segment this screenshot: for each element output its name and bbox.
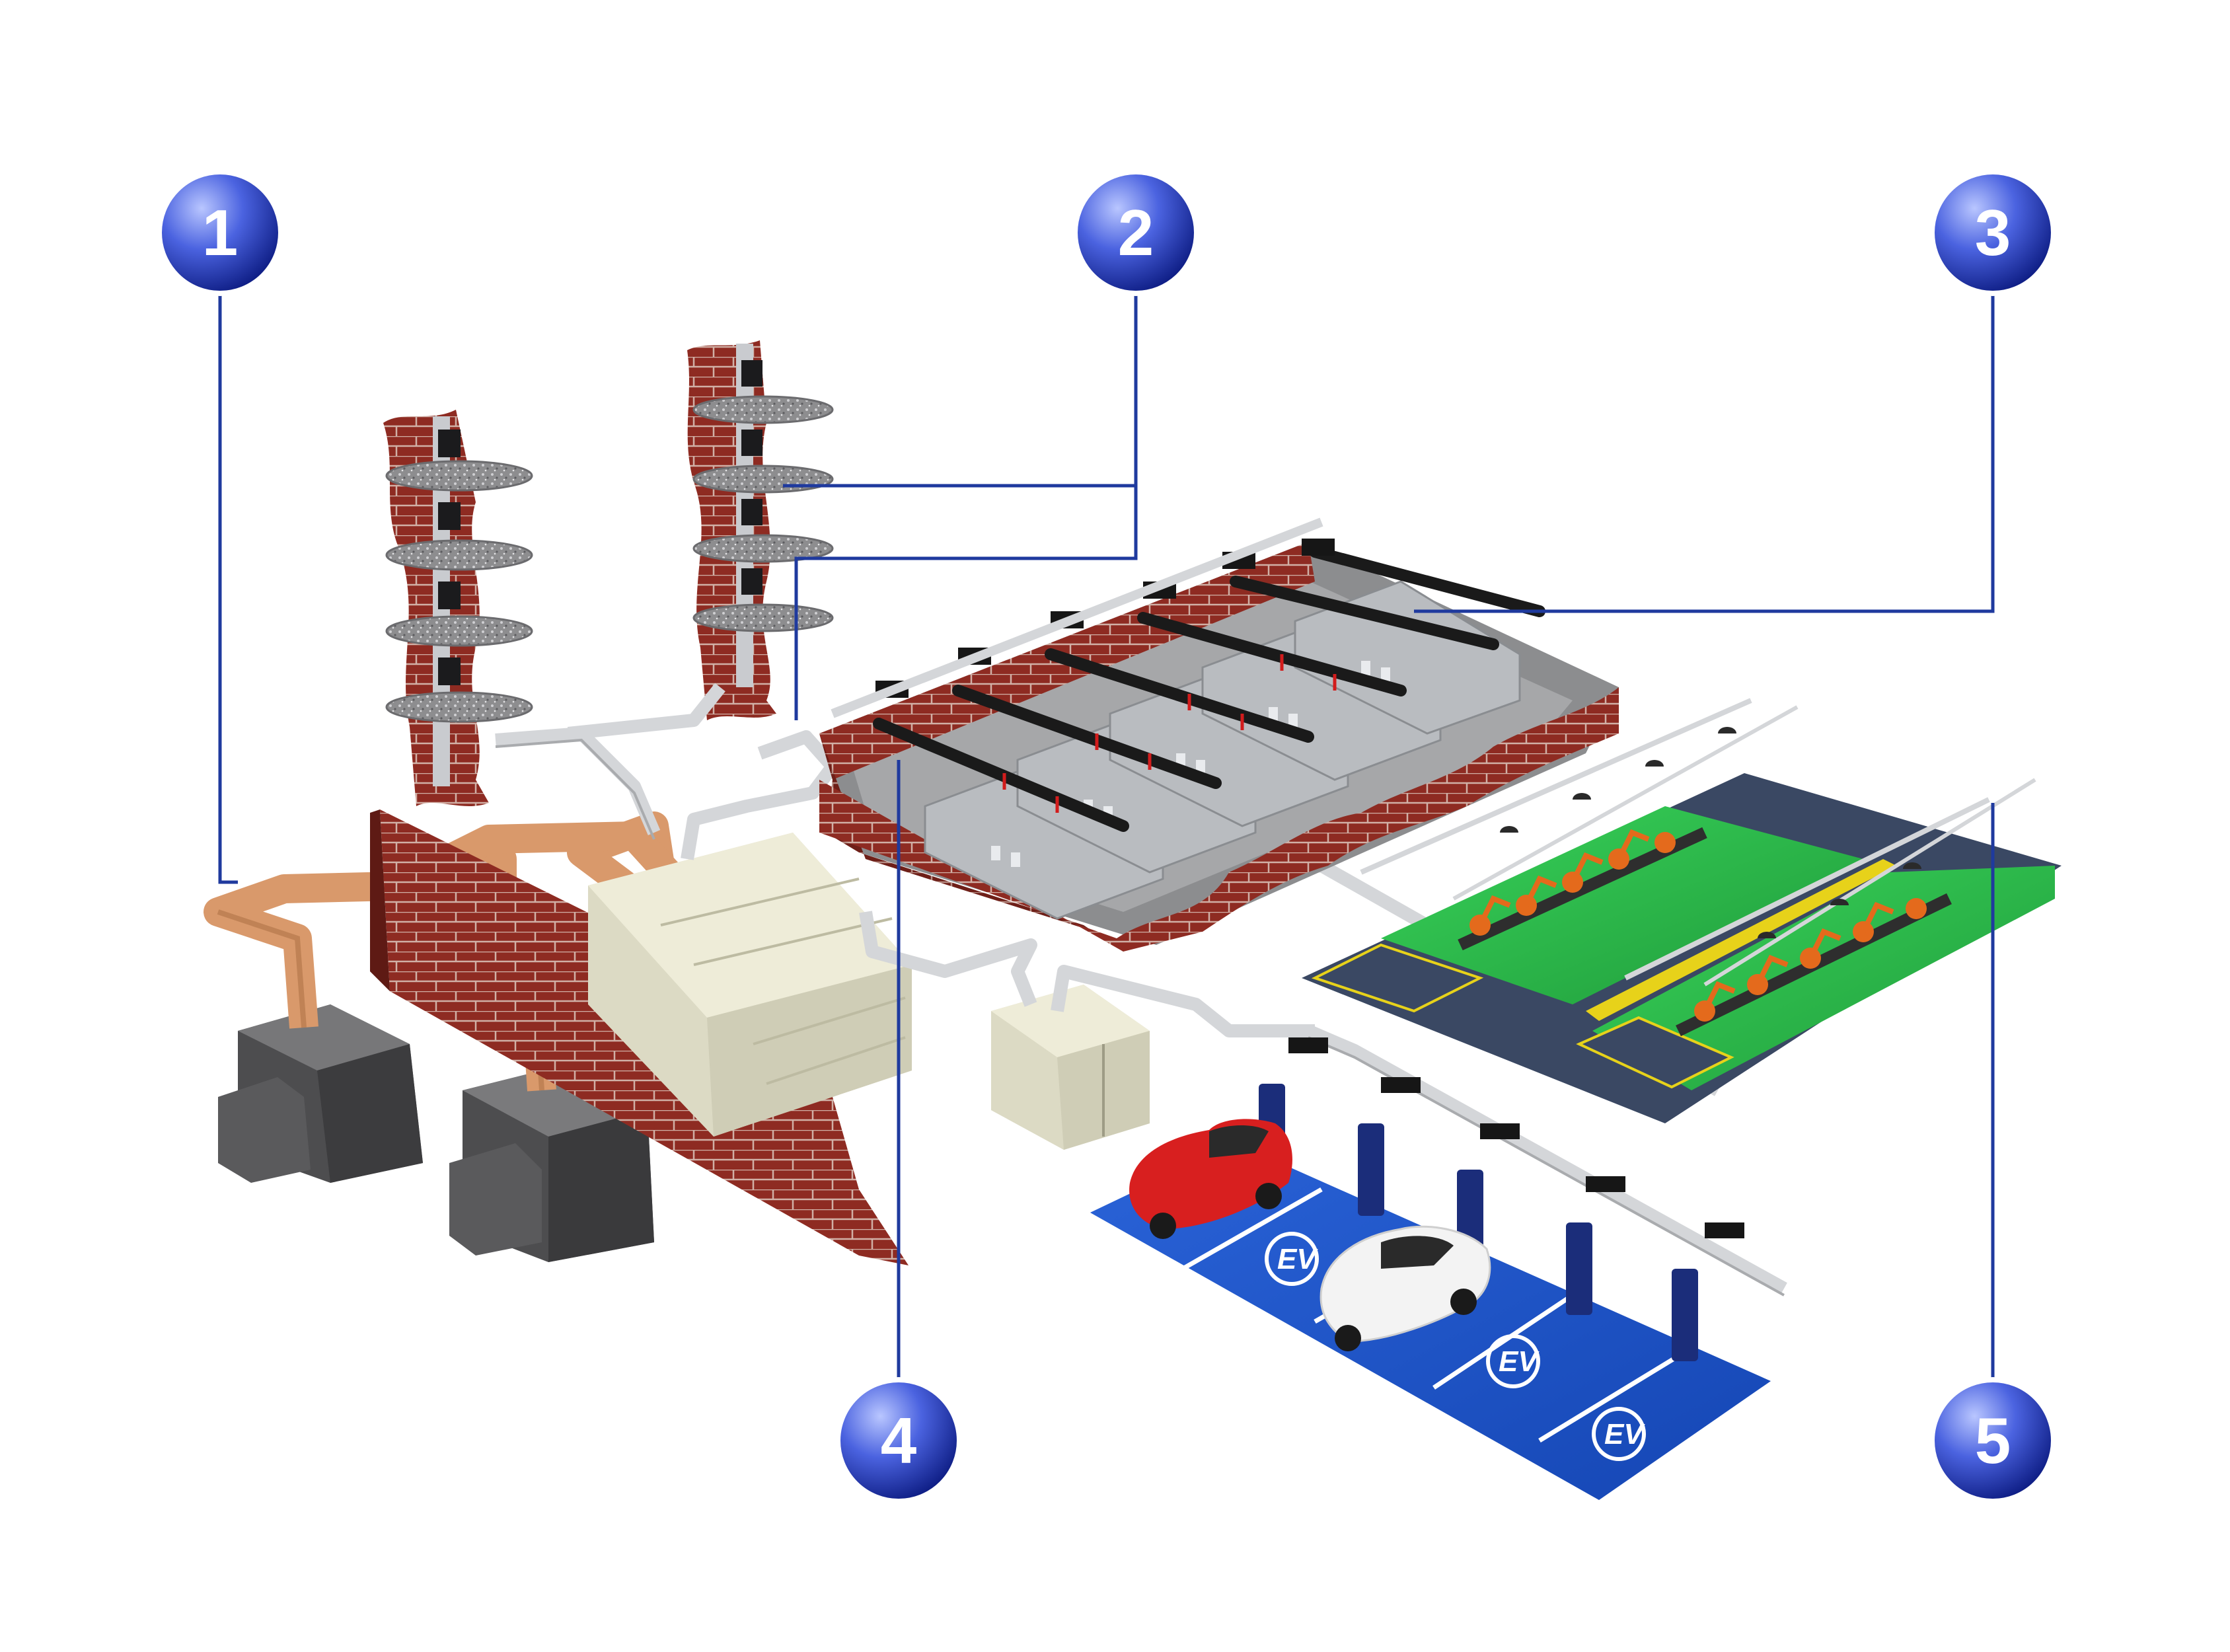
ev-bay-label: EV — [1499, 1345, 1540, 1378]
riser-wall-right — [687, 340, 833, 720]
callout-number: 2 — [1118, 196, 1154, 269]
ev-bay-label: EV — [1277, 1243, 1318, 1275]
callout-badge-5[interactable]: 5 — [1932, 1380, 2054, 1501]
ev-bay-label: EV — [1604, 1418, 1645, 1450]
callout-number: 1 — [202, 196, 239, 269]
callout-number: 4 — [881, 1404, 917, 1477]
callout-number: 5 — [1975, 1404, 2011, 1477]
callout-badge-4[interactable]: 4 — [838, 1380, 959, 1501]
callout-badge-3[interactable]: 3 — [1932, 172, 2054, 293]
callout-badge-1[interactable]: 1 — [159, 172, 281, 293]
callout-number: 3 — [1975, 196, 2011, 269]
leader-line-2a — [783, 291, 1136, 486]
callout-badge-2[interactable]: 2 — [1075, 172, 1197, 293]
transformer-right — [991, 985, 1150, 1150]
leader-line-1 — [220, 291, 238, 882]
leader-line-3 — [1414, 291, 1993, 611]
